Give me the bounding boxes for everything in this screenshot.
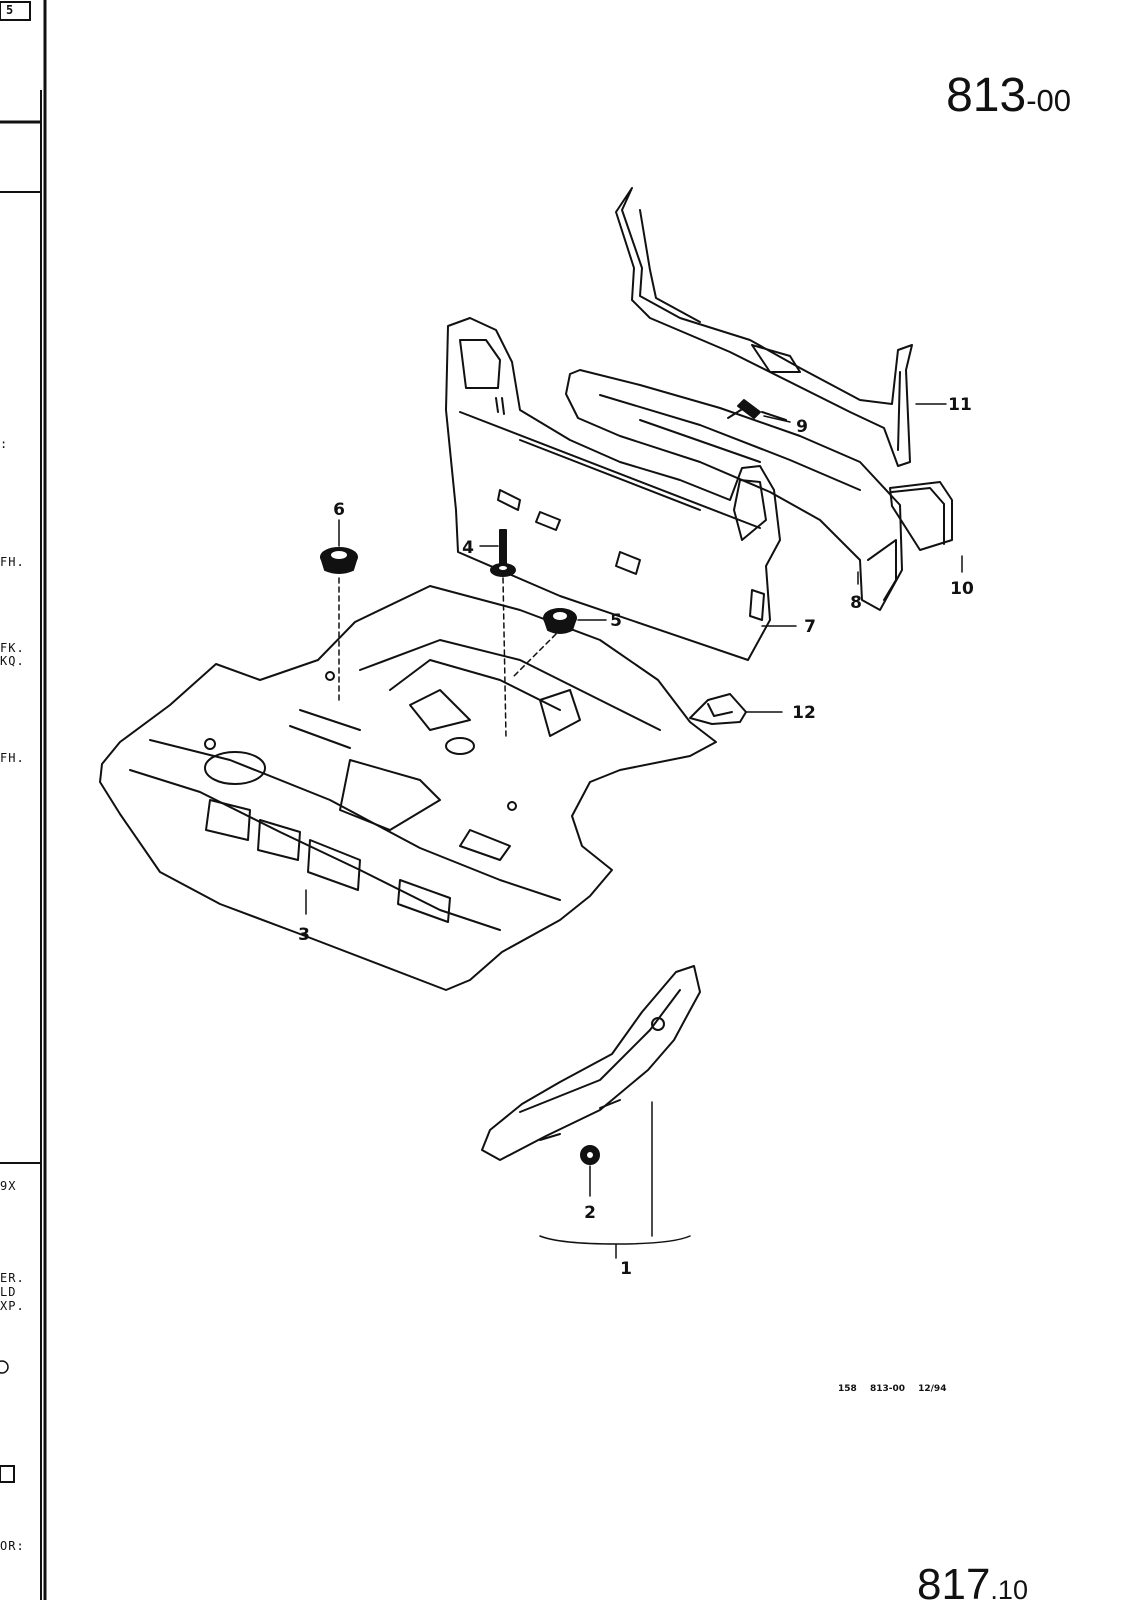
strip-entry: FH. <box>0 751 25 765</box>
callout-12: 12 <box>792 703 816 723</box>
part-6-grommet <box>320 547 358 574</box>
callout-3: 3 <box>298 925 310 945</box>
callout-1: 1 <box>620 1259 632 1279</box>
part-4-stud <box>490 529 516 577</box>
part-10-bracket <box>889 481 953 551</box>
footer-reference: 158 813-00 12/94 <box>838 1384 946 1394</box>
strip-entry: 9X <box>0 1179 17 1193</box>
part-11-cross-member <box>615 187 913 467</box>
callout-11: 11 <box>948 395 972 415</box>
part-7-rear-panel <box>445 317 781 661</box>
strip-entry: FK. <box>0 641 25 655</box>
strip-entry: : <box>0 437 9 451</box>
footer-ref-id: 158 <box>838 1384 857 1394</box>
strip-lines <box>0 0 47 1600</box>
callout-7: 7 <box>804 617 816 637</box>
part-1-side-member <box>481 965 701 1161</box>
leader-lines <box>305 403 963 1259</box>
footer-ref-code: 813-00 <box>869 1384 905 1394</box>
strip-entry: ER. <box>0 1271 25 1285</box>
next-page-code-suffix: .10 <box>990 1575 1028 1600</box>
page-code-number: 813 <box>946 69 1027 122</box>
callout-5: 5 <box>610 611 622 631</box>
next-page-code-number: 817 <box>917 1560 991 1600</box>
strip-entry: KQ. <box>0 654 25 668</box>
page-code-suffix: -00 <box>1026 83 1071 118</box>
part-3-floor-pan <box>99 585 717 991</box>
page-code: 813-00 <box>946 68 1071 123</box>
callout-6: 6 <box>333 500 345 520</box>
callout-8: 8 <box>850 593 862 613</box>
strip-entry: FH. <box>0 555 25 569</box>
strip-entry: XP. <box>0 1299 25 1313</box>
footer-ref-date: 12/94 <box>918 1384 947 1394</box>
part-5-grommet <box>543 608 577 634</box>
strip-top-box-label: 5 <box>6 3 15 17</box>
next-page-code: 817.10 <box>917 1560 1028 1600</box>
left-binding-strip: 5 : FH. FK. KQ. FH. 9X ER. LD XP. OR: <box>0 0 50 1600</box>
callout-9: 9 <box>796 417 808 437</box>
callout-4: 4 <box>462 538 474 558</box>
part-9-bolt <box>727 399 787 421</box>
part-12-clip <box>689 693 747 725</box>
callout-2: 2 <box>584 1203 596 1223</box>
part-8-rear-panel-inner <box>565 369 903 611</box>
part-2-nut <box>580 1145 600 1165</box>
callout-10: 10 <box>950 579 974 599</box>
strip-entry: OR: <box>0 1539 25 1553</box>
strip-entry: LD <box>0 1285 17 1299</box>
